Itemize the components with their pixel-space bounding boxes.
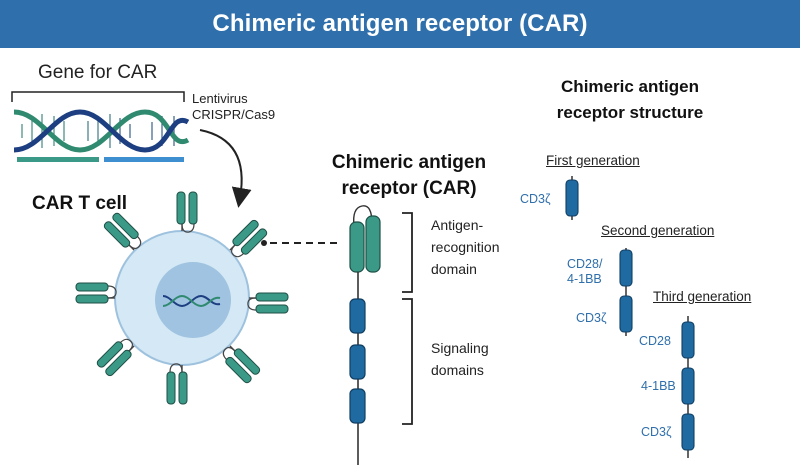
structure-title: Chimeric antigen receptor structure (540, 74, 720, 126)
third-generation-receptor-icon (681, 316, 695, 458)
cell-receptor-icon (247, 292, 289, 314)
dna-helix-icon (13, 109, 190, 153)
signaling-bracket (402, 298, 413, 425)
domain-label-cd3z: CD3ζ (520, 192, 551, 206)
car-title: Chimeric antigen receptor (CAR) (318, 150, 500, 202)
t-cell-icon (114, 230, 250, 366)
second-generation-heading: Second generation (601, 223, 715, 238)
antigen-label-line: recognition (431, 239, 500, 255)
cell-receptor-icon (176, 191, 198, 233)
cell-receptor-icon (75, 282, 117, 304)
signaling-label-line: domains (431, 362, 484, 378)
gene-bracket (11, 91, 185, 102)
first-generation-heading: First generation (546, 153, 640, 168)
signaling-label-line: Signaling (431, 340, 489, 356)
title-banner: Chimeric antigen receptor (CAR) (0, 0, 800, 48)
nucleus-dna-icon (162, 294, 221, 308)
antigen-bracket (402, 212, 413, 293)
antigen-label-line: domain (431, 261, 477, 277)
domain-label-41bb: 4-1BB (641, 379, 676, 393)
car-t-cell-title: CAR T cell (32, 193, 128, 214)
domain-label-cd28-41bb: CD28/ 4-1BB (567, 257, 603, 286)
gene-segment-bars (17, 157, 184, 162)
vector-list: Lentivirus CRISPR/Cas9 (192, 91, 275, 123)
first-generation-receptor-icon (565, 176, 579, 220)
zoom-connector (261, 240, 342, 246)
vector-crispr: CRISPR/Cas9 (192, 107, 276, 122)
car-title-line: receptor (CAR) (341, 178, 477, 199)
third-generation-heading: Third generation (653, 289, 752, 304)
gene-title: Gene for CAR (38, 62, 158, 83)
antigen-label-line: Antigen- (431, 217, 484, 233)
car-title-line: Chimeric antigen (331, 152, 487, 173)
structure-title-line: Chimeric antigen (561, 77, 699, 96)
domain-label-cd3z: CD3ζ (576, 311, 607, 325)
cell-receptor-icon (166, 363, 188, 405)
structure-title-line: receptor structure (556, 103, 704, 122)
vector-lentivirus: Lentivirus (192, 91, 248, 106)
second-generation-receptor-icon (619, 248, 633, 336)
car-receptor-icon (349, 205, 381, 465)
antigen-recognition-label: Antigen- recognition domain (431, 214, 500, 280)
domain-label-cd28: CD28 (639, 334, 671, 348)
domain-label-cd3z: CD3ζ (641, 425, 672, 439)
page-title: Chimeric antigen receptor (CAR) (212, 10, 588, 37)
signaling-domains-label: Signaling domains (431, 337, 489, 381)
insertion-arrow-icon (199, 129, 252, 208)
